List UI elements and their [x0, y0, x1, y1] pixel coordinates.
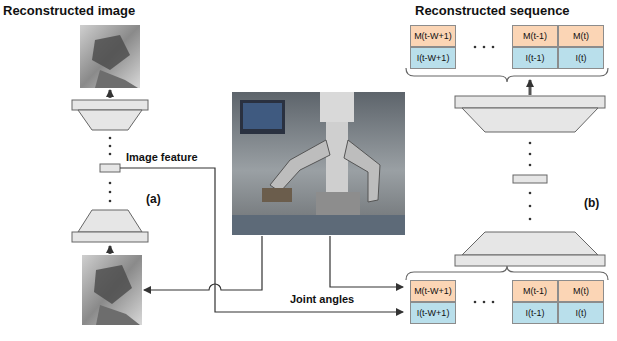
heading: Reconstructed sequence [415, 3, 570, 18]
cell-text: I(t-W+1) [417, 308, 450, 318]
sequence-cell: I(t-W+1) [410, 302, 456, 324]
signal-label: Image feature [126, 151, 198, 163]
sequence-cell: M(t) [558, 25, 604, 47]
signal-wires [120, 168, 403, 312]
sequence-cell: I(t-1) [512, 47, 558, 69]
sequence-cell: I(t) [558, 302, 604, 324]
cell-text: M(t-1) [523, 286, 547, 296]
sequence-cell: M(t) [558, 280, 604, 302]
cell-text: I(t) [576, 53, 587, 63]
sequence-bracket [406, 68, 608, 280]
sequence-cell: I(t-1) [512, 302, 558, 324]
autoencoder-a [72, 90, 148, 254]
sequence-cell: I(t) [558, 47, 604, 69]
cell-text: M(t-1) [523, 31, 547, 41]
ellipsis-dots [474, 46, 532, 304]
sequence-cell: M(t-1) [512, 25, 558, 47]
sequence-cell: I(t-W+1) [410, 47, 456, 69]
part-label: (b) [584, 196, 599, 210]
ellipsis-dots [109, 137, 112, 203]
sequence-cell: M(t-1) [512, 280, 558, 302]
cell-text: I(t-W+1) [417, 53, 450, 63]
heading: Reconstructed image [3, 3, 135, 18]
cell-text: M(t) [573, 31, 589, 41]
sequence-cell: M(t-W+1) [410, 25, 456, 47]
cell-text: I(t-1) [526, 308, 545, 318]
cell-text: I(t) [576, 308, 587, 318]
cell-text: M(t) [573, 286, 589, 296]
cell-text: M(t-W+1) [414, 286, 452, 296]
signal-label: Joint angles [290, 293, 354, 305]
camera-image [80, 25, 140, 88]
cell-text: I(t-1) [526, 53, 545, 63]
sequence-cell: M(t-W+1) [410, 280, 456, 302]
part-label: (a) [146, 192, 161, 206]
cell-text: M(t-W+1) [414, 31, 452, 41]
robot-photo [232, 92, 405, 235]
autoencoder-b [455, 80, 605, 266]
camera-image [82, 255, 142, 325]
